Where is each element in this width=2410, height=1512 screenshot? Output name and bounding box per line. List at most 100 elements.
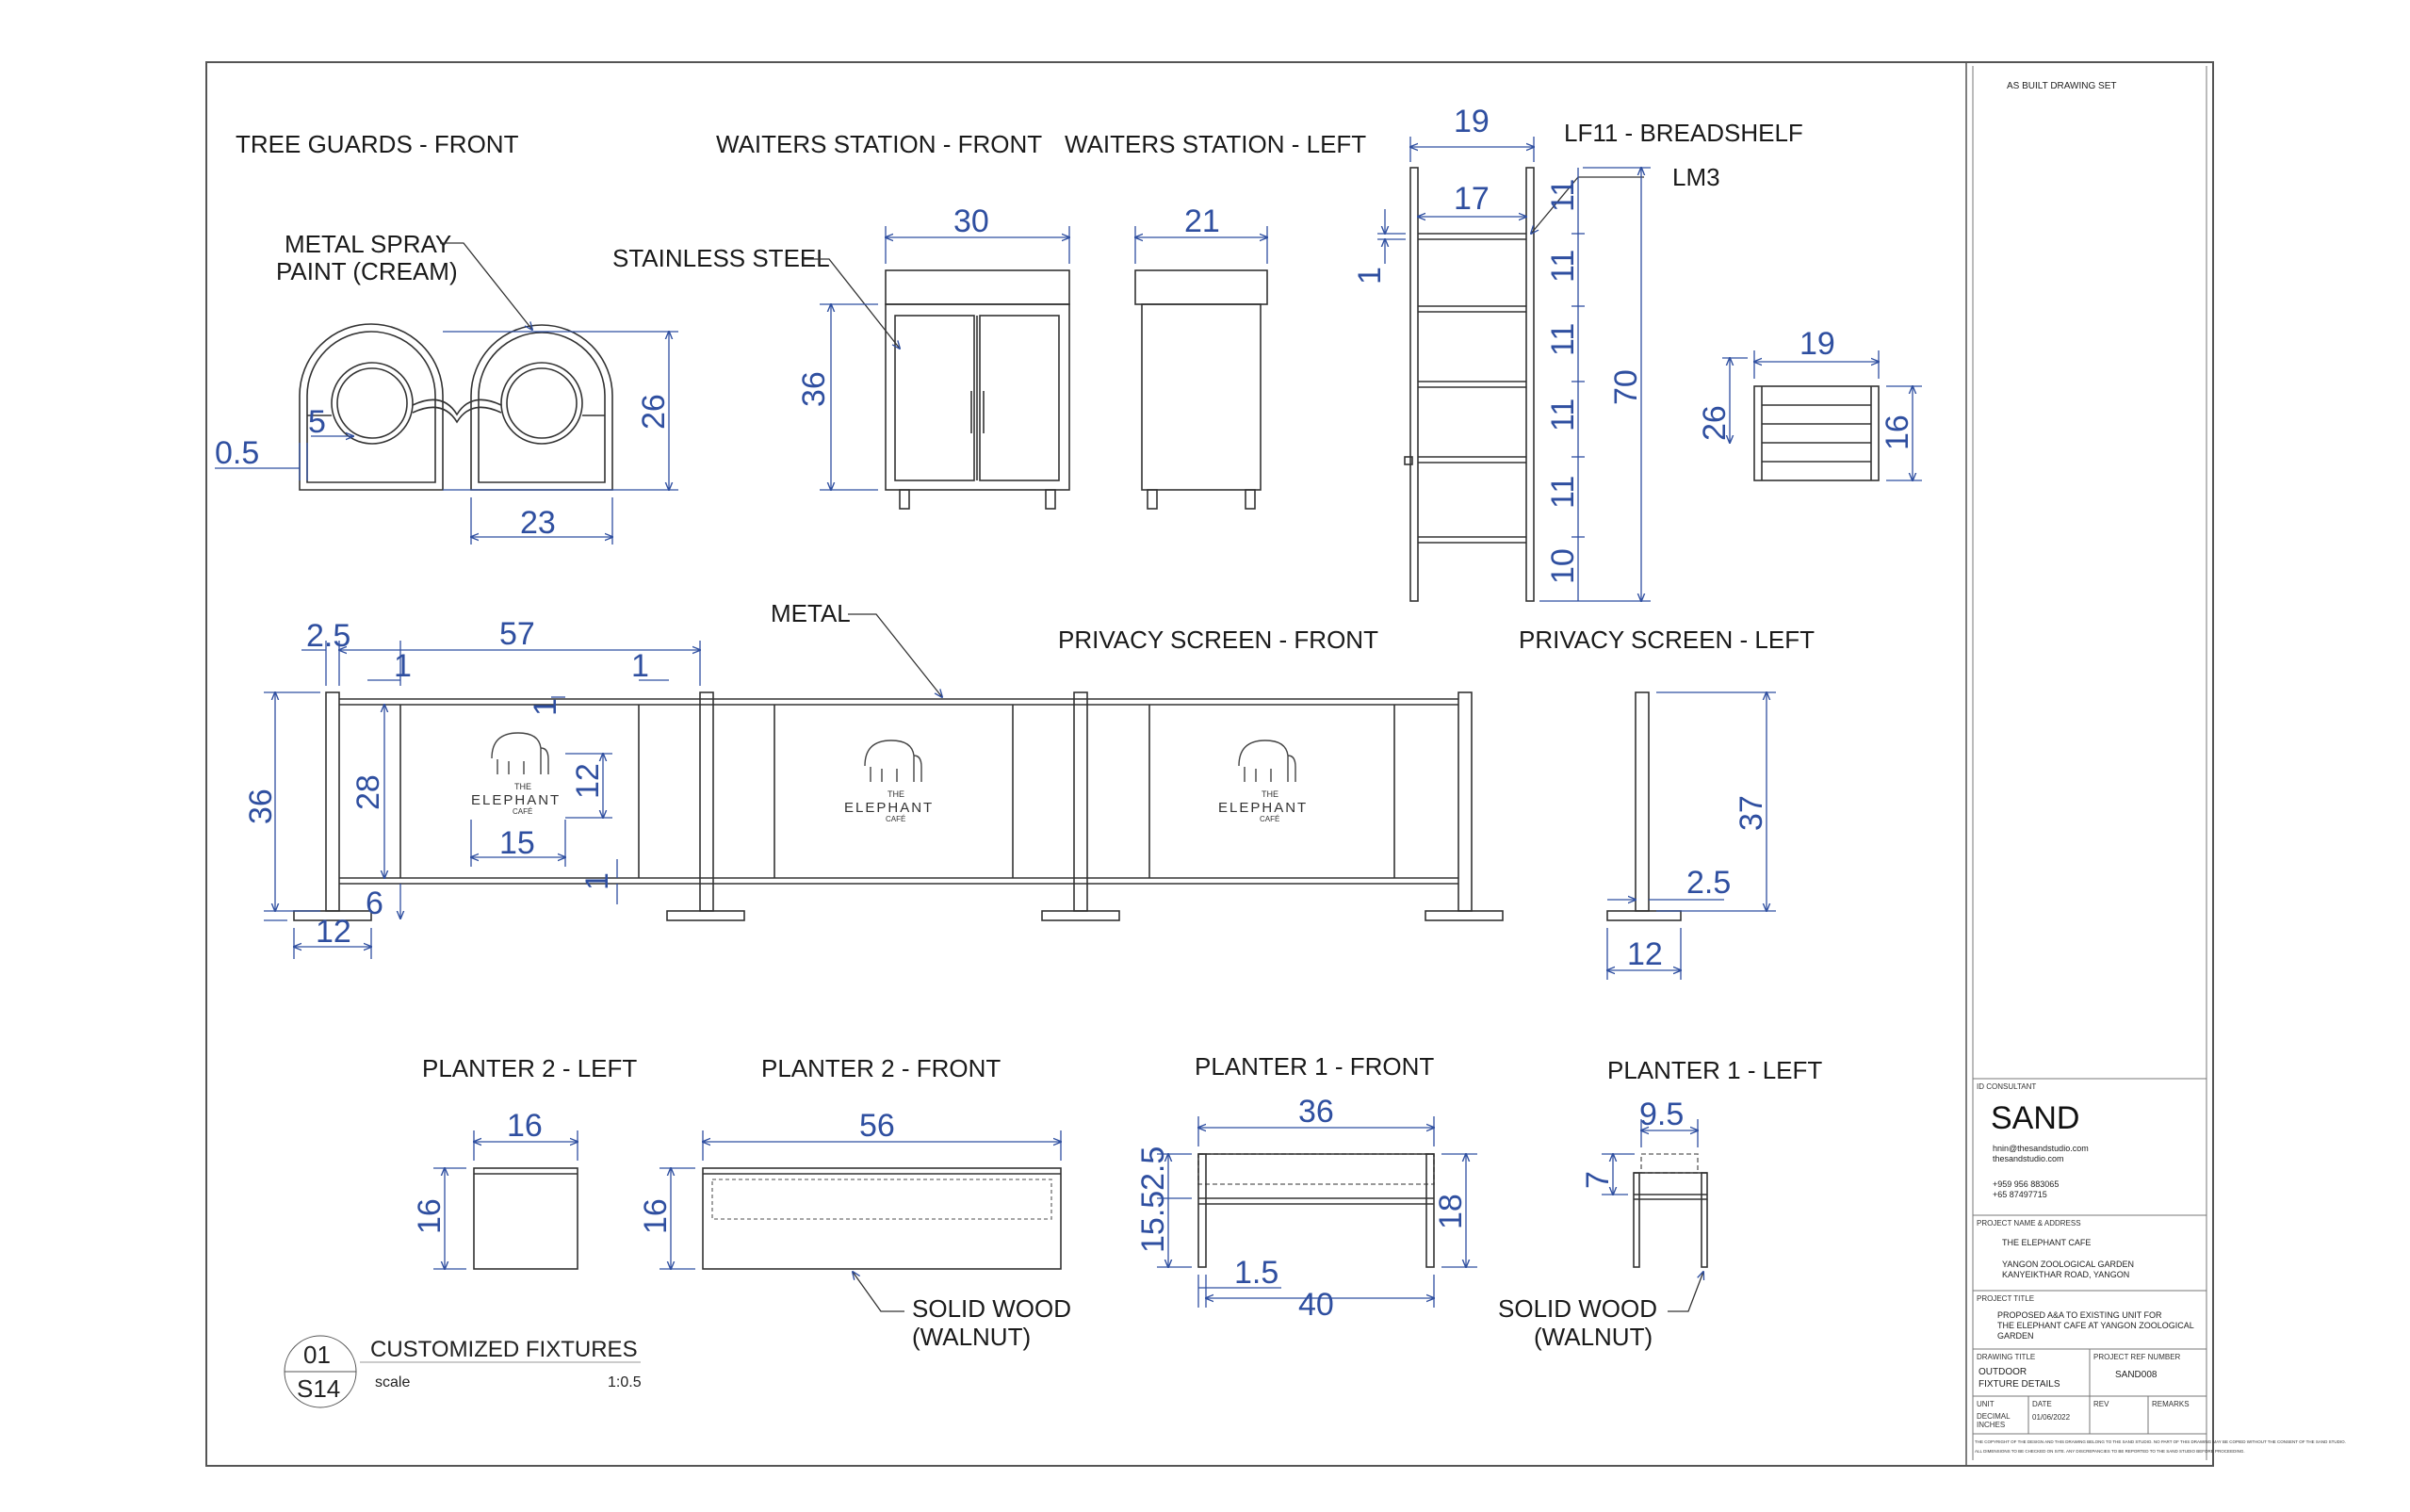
project-title-2: THE ELEPHANT CAFE AT YANGON ZOOLOGICAL xyxy=(1997,1321,2194,1330)
dim-bs-17: 17 xyxy=(1454,181,1490,217)
contact-web: thesandstudio.com xyxy=(1993,1154,2064,1163)
logo-elephant: ELEPHANT xyxy=(471,792,561,808)
copyright-1: THE COPYRIGHT OF THE DESIGN AND THIS DRA… xyxy=(1975,1439,2346,1444)
tree-guards-title: TREE GUARDS - FRONT xyxy=(236,130,519,158)
dim-bs-plan-16: 16 xyxy=(1880,415,1915,450)
dim-tg-0.5: 0.5 xyxy=(215,435,259,471)
unit-label: UNIT xyxy=(1977,1400,1995,1408)
dim-bs-11-4: 11 xyxy=(1545,398,1581,431)
waiters-station-left xyxy=(1134,269,1268,510)
dim-p2l-16a: 16 xyxy=(507,1108,543,1144)
dim-p2l-16b: 16 xyxy=(412,1198,448,1234)
dim-p1f-2.5: 2.5 xyxy=(1135,1146,1171,1191)
logo-cafe: CAFÉ xyxy=(886,815,905,823)
set-title: AS BUILT DRAWING SET xyxy=(2007,81,2117,91)
solid-wood-1-line-1: SOLID WOOD xyxy=(912,1294,1071,1323)
logo-cafe: CAFÉ xyxy=(1260,815,1279,823)
dim-bs-11-1: 11 xyxy=(1545,179,1581,212)
dim-p2f-16: 16 xyxy=(638,1198,674,1234)
logo-elephant: ELEPHANT xyxy=(844,800,934,816)
dim-tg-23: 23 xyxy=(520,505,556,541)
callout-scale-label: scale xyxy=(375,1374,410,1390)
dim-p1f-18: 18 xyxy=(1433,1194,1469,1229)
metal-spray-label-2: PAINT (CREAM) xyxy=(276,257,458,285)
callout-number: 01 xyxy=(303,1341,331,1369)
privacy-left-title: PRIVACY SCREEN - LEFT xyxy=(1519,626,1815,654)
project-title-1: PROPOSED A&A TO EXISTING UNIT FOR xyxy=(1997,1310,2162,1320)
planter-1-front-title: PLANTER 1 - FRONT xyxy=(1195,1052,1434,1081)
logo-elephant: ELEPHANT xyxy=(1218,800,1308,816)
waiters-left-title: WAITERS STATION - LEFT xyxy=(1065,130,1366,158)
dim-psl-37: 37 xyxy=(1734,795,1769,831)
sheet-border xyxy=(205,61,2214,1467)
rev-label: REV xyxy=(2093,1400,2109,1408)
elephant-logo-2: THE ELEPHANT CAFÉ xyxy=(844,740,934,823)
dim-ps-1d: 1 xyxy=(528,698,563,716)
dim-p1l-9.5: 9.5 xyxy=(1639,1097,1684,1132)
planter-2-left-title: PLANTER 2 - LEFT xyxy=(422,1054,637,1082)
metal-label: METAL xyxy=(771,599,851,627)
dim-ps-2.5: 2.5 xyxy=(306,618,350,654)
metal-spray-label-1: METAL SPRAY xyxy=(285,230,451,258)
dim-p2f-56: 56 xyxy=(859,1108,895,1144)
project-title-label: PROJECT TITLE xyxy=(1977,1294,2034,1303)
contact-phone-1: +959 956 883065 xyxy=(1993,1179,2059,1189)
copyright-2: ALL DIMENSIONS TO BE CHECKED ON SITE. AN… xyxy=(1975,1449,2245,1454)
planter-1-front xyxy=(1197,1153,1435,1268)
ref-number: SAND008 xyxy=(2115,1370,2158,1380)
waiters-station-front xyxy=(885,269,1070,510)
dim-ws-21: 21 xyxy=(1184,203,1220,239)
logo-the: THE xyxy=(1262,789,1278,799)
tree-guards-front xyxy=(299,323,613,491)
dim-ps-1c: 1 xyxy=(579,872,615,890)
unit-value-2: INCHES xyxy=(1977,1421,2005,1429)
dim-p1f-15.5: 15.5 xyxy=(1135,1191,1171,1253)
drawing-title-label: DRAWING TITLE xyxy=(1977,1353,2035,1361)
dim-p1l-7: 7 xyxy=(1580,1171,1616,1189)
dim-psl-2.5: 2.5 xyxy=(1686,865,1731,901)
dim-ps-36: 36 xyxy=(243,789,279,824)
elephant-logo-3: THE ELEPHANT CAFÉ xyxy=(1218,740,1308,823)
project-address-1: YANGON ZOOLOGICAL GARDEN xyxy=(2002,1260,2134,1269)
breadshelf-plan xyxy=(1753,385,1880,481)
dim-ps-15: 15 xyxy=(499,825,535,861)
planter-1-left xyxy=(1633,1153,1708,1268)
dim-ws-36: 36 xyxy=(796,371,832,407)
dim-ps-57: 57 xyxy=(499,616,535,652)
dim-bs-70: 70 xyxy=(1608,369,1644,405)
planter-2-front-title: PLANTER 2 - FRONT xyxy=(761,1054,1001,1082)
dim-psl-12: 12 xyxy=(1627,936,1663,972)
dim-ps-1a: 1 xyxy=(394,648,412,684)
view-callout xyxy=(284,1335,641,1408)
callout-title: CUSTOMIZED FIXTURES xyxy=(370,1337,638,1362)
project-address-2: KANYEIKTHAR ROAD, YANGON xyxy=(2002,1270,2129,1279)
dim-ps-12v: 12 xyxy=(570,763,606,799)
planter-2-left xyxy=(473,1167,578,1270)
project-title-3: GARDEN xyxy=(1997,1331,2034,1341)
callout-sheet: S14 xyxy=(297,1374,340,1403)
project-label: PROJECT NAME & ADDRESS xyxy=(1977,1219,2081,1227)
breadshelf-side xyxy=(1404,167,1535,602)
dim-bs-plan-26: 26 xyxy=(1697,405,1733,441)
remarks-label: REMARKS xyxy=(2152,1400,2190,1408)
privacy-front-title: PRIVACY SCREEN - FRONT xyxy=(1058,626,1378,654)
privacy-screen-left xyxy=(1606,691,1682,921)
logo-cafe: CAFÉ xyxy=(513,807,532,816)
dim-bs-11-5: 11 xyxy=(1545,476,1581,509)
logo-the: THE xyxy=(887,789,904,799)
dim-bs-11-3: 11 xyxy=(1545,323,1581,356)
drawing-title-1: OUTDOOR xyxy=(1978,1367,2027,1377)
dim-ps-6: 6 xyxy=(366,886,383,921)
date-value: 01/06/2022 xyxy=(2032,1413,2071,1422)
company-name: SAND xyxy=(1991,1100,2079,1136)
dim-bs-1: 1 xyxy=(1352,267,1388,285)
elephant-logo-1: THE ELEPHANT CAFÉ xyxy=(471,732,561,816)
planter-2-front xyxy=(702,1167,1062,1270)
solid-wood-2-line-2: (WALNUT) xyxy=(1534,1323,1653,1351)
dim-p1f-1.5: 1.5 xyxy=(1234,1255,1278,1291)
dim-p1f-36: 36 xyxy=(1298,1094,1334,1130)
drawing-title-2: FIXTURE DETAILS xyxy=(1978,1379,2060,1390)
stainless-steel-label: STAINLESS STEEL xyxy=(612,244,830,272)
dim-ps-28: 28 xyxy=(350,774,386,810)
waiters-front-title: WAITERS STATION - FRONT xyxy=(716,130,1042,158)
